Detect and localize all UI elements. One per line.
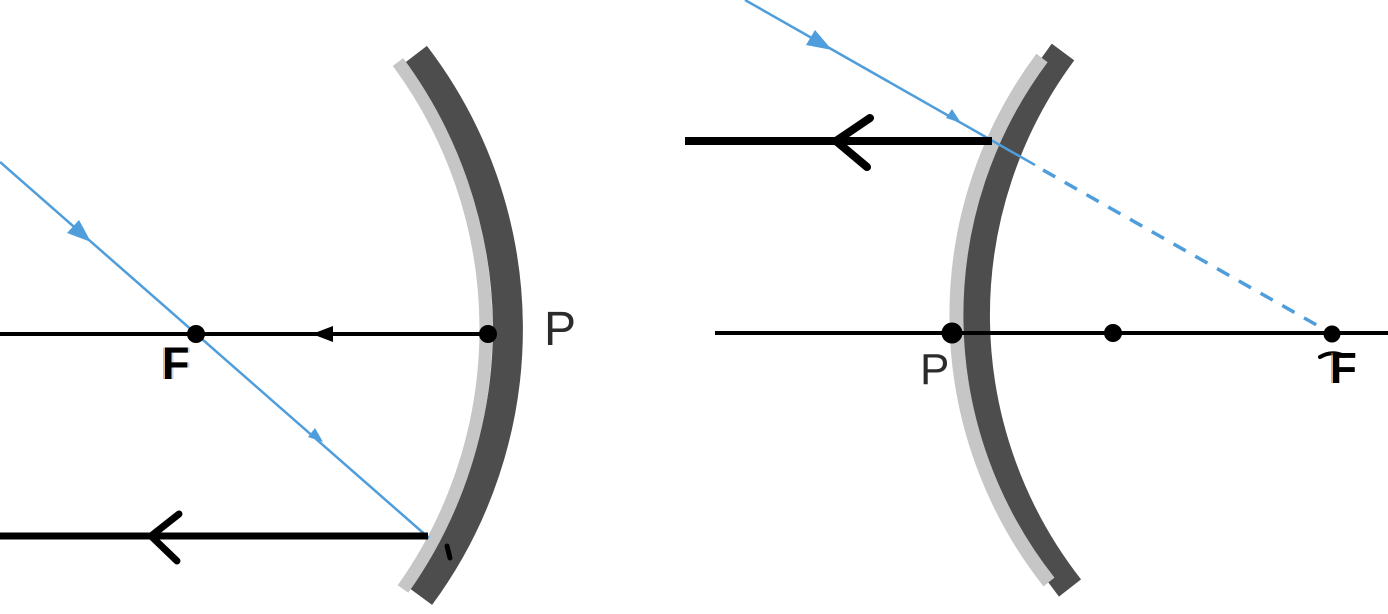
- right-focus-label: F: [1330, 344, 1357, 393]
- left-incident-ray: [0, 161, 430, 539]
- concave-mirror-panel: [0, 45, 523, 605]
- right-pole-point: [941, 322, 963, 344]
- left-focus-point: [187, 325, 205, 343]
- concave-mirror-reflective-surface: [392, 58, 493, 593]
- left-pole-label: P: [544, 303, 577, 356]
- convex-mirror-panel: [685, 0, 1388, 597]
- right-virtual-ray-dashed: [1042, 168, 1330, 334]
- left-pole-point: [479, 325, 497, 343]
- left-axis-arrowhead: [312, 326, 333, 342]
- convex-mirror-back: [961, 43, 1082, 597]
- convex-mirror-reflective-surface: [949, 53, 1055, 587]
- right-incident-ray-mid-marker: [946, 109, 961, 123]
- left-incident-ray-arrowhead: [67, 220, 91, 242]
- concave-mirror-back: [403, 45, 523, 605]
- right-reflected-ray-arrowhead: [832, 114, 874, 171]
- right-incident-ray-arrowhead: [806, 30, 832, 50]
- right-center-point: [1104, 324, 1122, 342]
- left-incident-ray-mid-marker: [308, 428, 323, 442]
- right-pole-label: P: [920, 345, 950, 394]
- left-focus-label: F: [162, 338, 190, 389]
- left-reflected-ray-arrowhead: [147, 510, 183, 565]
- right-focus-arc-mark: [1318, 351, 1346, 359]
- left-mirror-tick-mark: [444, 543, 453, 561]
- right-focus-point: [1323, 325, 1341, 343]
